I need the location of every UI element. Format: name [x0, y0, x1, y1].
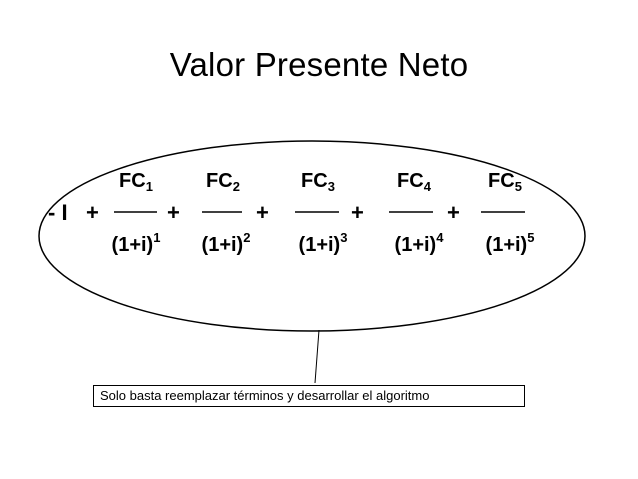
plus-sign-4: + [447, 200, 460, 225]
denominator-2: (1+i)2 [201, 230, 251, 256]
denominator-5: (1+i)5 [485, 230, 535, 256]
connector-line [314, 329, 320, 384]
formula-ellipse [38, 140, 586, 332]
numerator-5: FC5 [488, 170, 522, 194]
denominator-3: (1+i)3 [298, 230, 348, 256]
denominator-1: (1+i)1 [111, 230, 161, 256]
plus-sign-0: + [86, 200, 99, 225]
numerator-3: FC3 [301, 170, 335, 194]
denominator-4: (1+i)4 [394, 230, 444, 256]
plus-sign-3: + [351, 200, 364, 225]
numerator-4: FC4 [397, 170, 431, 194]
plus-sign-1: + [167, 200, 180, 225]
plus-sign-2: + [256, 200, 269, 225]
initial-investment: - I [48, 200, 68, 225]
numerator-2: FC2 [206, 170, 240, 194]
note-box: Solo basta reemplazar términos y desarro… [93, 385, 525, 407]
numerator-1: FC1 [119, 170, 153, 194]
slide-title: Valor Presente Neto [169, 46, 469, 83]
